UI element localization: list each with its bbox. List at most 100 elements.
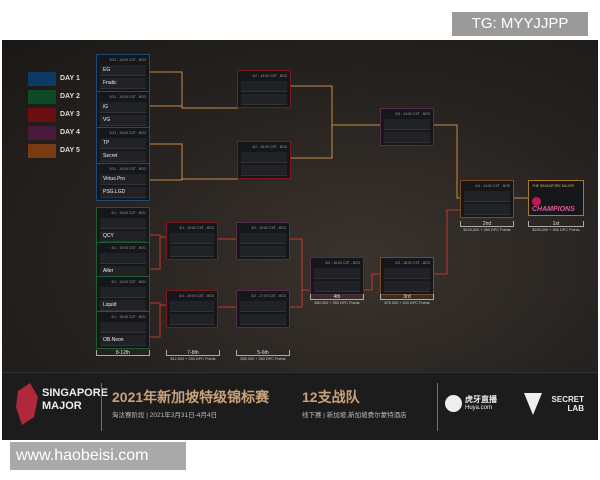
team-slot: Virtus.Pro bbox=[100, 174, 146, 185]
match-time: 3/31 - 15:00 CST - BO3 bbox=[109, 95, 146, 99]
team-slot bbox=[241, 152, 287, 163]
divider bbox=[437, 383, 438, 431]
placement-label: 4th bbox=[310, 294, 364, 300]
team-slot bbox=[240, 314, 286, 325]
day-label: DAY 3 bbox=[60, 111, 80, 118]
team-slot: VG bbox=[100, 115, 146, 126]
singapore-major-logo-icon bbox=[16, 383, 38, 425]
team-slot bbox=[170, 314, 214, 325]
match-card[interactable]: 4/1 - 16:00 CST - BO3 bbox=[166, 222, 218, 260]
match-card[interactable]: 4/2 - 14:00 CST - BO3 bbox=[237, 70, 291, 108]
placement-label: 8-12th bbox=[96, 350, 150, 356]
team-slot bbox=[384, 281, 430, 292]
placement-prize: $100,000 + 450 DPC Points bbox=[463, 228, 511, 232]
placement-prize: $50,000 + 350 DPC Points bbox=[314, 301, 360, 305]
match-card[interactable]: 4/2 - 16:00 CST - BO3 bbox=[236, 222, 290, 260]
huya-name: 虎牙直播 bbox=[465, 395, 497, 404]
team-slot: iG bbox=[100, 102, 146, 113]
huya-logo-icon bbox=[445, 395, 462, 412]
match-time: 4/3 - 14:00 CST - BO3 bbox=[395, 112, 430, 116]
champion-text: CHAMPIONS bbox=[532, 206, 575, 213]
placement-prize: $75,000 + 400 DPC Points bbox=[384, 301, 430, 305]
match-card[interactable]: 4/3 - 16:00 CST - BO3 bbox=[310, 257, 364, 295]
champion-label: CHAMPIONS bbox=[532, 197, 580, 213]
day-color-swatch bbox=[28, 108, 56, 122]
team-slot bbox=[100, 218, 146, 229]
match-time: 3/31 - 15:00 CST - BO3 bbox=[109, 167, 146, 171]
team-slot: OB.Neon bbox=[100, 335, 146, 346]
event-subtitle: 淘汰赛阶段 | 2021年3月31日-4月4日 bbox=[112, 412, 217, 419]
secretlab-logo-icon bbox=[524, 393, 542, 415]
team-slot bbox=[384, 268, 430, 279]
team-slot bbox=[241, 81, 287, 92]
team-slot bbox=[100, 322, 146, 333]
match-time: 4/1 - 14:00 CST - BO1 bbox=[111, 280, 146, 284]
match-time: 4/3 - 16:00 CST - BO3 bbox=[325, 261, 360, 265]
secretlab-line-1: SECRET bbox=[551, 395, 584, 404]
event-title: 2021年新加坡特级锦标赛 bbox=[112, 389, 270, 405]
match-time: 4/2 - 16:00 CST - BO3 bbox=[251, 226, 286, 230]
teams-title: 12支战队 bbox=[302, 389, 360, 405]
team-slot bbox=[384, 132, 430, 143]
placement-label: 1st bbox=[528, 221, 584, 227]
team-slot bbox=[241, 94, 287, 105]
team-slot: Fnatic bbox=[100, 78, 146, 89]
team-slot: Secret bbox=[100, 151, 146, 162]
match-time: 4/1 - 15:00 CST - BO1 bbox=[111, 246, 146, 250]
bracket-connectors bbox=[150, 71, 528, 338]
team-slot: Liquid bbox=[100, 300, 146, 311]
placement-prize: $35,000 + 350 DPC Points bbox=[240, 357, 286, 361]
logo-line-2: MAJOR bbox=[42, 400, 82, 412]
match-card[interactable]: 4/3 - 18:00 CST - BO3 bbox=[380, 257, 434, 295]
match-time: 4/1 - 19:00 CST - BO3 bbox=[179, 294, 214, 298]
team-slot bbox=[100, 287, 146, 298]
team-slot: EG bbox=[100, 65, 146, 76]
match-card[interactable]: 4/3 - 14:00 CST - BO3 bbox=[380, 108, 434, 146]
team-slot bbox=[241, 165, 287, 176]
champion-title: THE SINGAPORE MAJOR bbox=[532, 184, 575, 188]
match-time: 4/2 - 14:00 CST - BO3 bbox=[252, 74, 287, 78]
team-slot bbox=[464, 204, 510, 215]
match-card[interactable]: 4/1 - 19:00 CST - BO3 bbox=[166, 290, 218, 328]
team-slot bbox=[464, 191, 510, 202]
team-slot: QCY bbox=[100, 231, 146, 242]
day-color-swatch bbox=[28, 144, 56, 158]
divider bbox=[101, 383, 102, 431]
day-label: DAY 2 bbox=[60, 93, 80, 100]
match-card[interactable]: 4/2 - 17:00 CST - BO3 bbox=[236, 290, 290, 328]
placement-label: 5-6th bbox=[236, 350, 290, 356]
placement-prize: $200,000 + 500 DPC Points bbox=[532, 228, 580, 232]
match-time: 4/1 - 15:00 CST - BO1 bbox=[111, 315, 146, 319]
match-time: 4/2 - 15:00 CST - BO3 bbox=[252, 145, 287, 149]
team-slot bbox=[314, 281, 360, 292]
logo-line-1: SINGAPORE bbox=[42, 387, 109, 399]
match-time: 4/4 - 14:00 CST - BO5 bbox=[475, 184, 510, 188]
day-color-swatch bbox=[28, 90, 56, 104]
match-time: 4/1 - 16:00 CST - BO3 bbox=[179, 226, 214, 230]
match-card[interactable]: 4/4 - 14:00 CST - BO5 bbox=[460, 180, 514, 218]
team-slot bbox=[314, 268, 360, 279]
secretlab-line-2: LAB bbox=[567, 404, 584, 413]
placement-label: 2nd bbox=[460, 221, 514, 227]
site-watermark: www.haobeisi.com bbox=[10, 442, 186, 470]
team-slot bbox=[240, 301, 286, 312]
match-time: 3/31 - 14:00 CST - BO3 bbox=[109, 131, 146, 135]
team-slot bbox=[170, 233, 214, 244]
placement-label: 7-8th bbox=[166, 350, 220, 356]
match-card[interactable]: 4/2 - 15:00 CST - BO3 bbox=[237, 141, 291, 179]
match-card[interactable]: 3/31 - 15:00 CST - BO3 iG VG bbox=[96, 91, 150, 129]
day-label: DAY 1 bbox=[60, 75, 80, 82]
huya-url: Huya.com bbox=[465, 405, 493, 411]
champion-card: THE SINGAPORE MAJOR CHAMPIONS bbox=[528, 180, 584, 216]
